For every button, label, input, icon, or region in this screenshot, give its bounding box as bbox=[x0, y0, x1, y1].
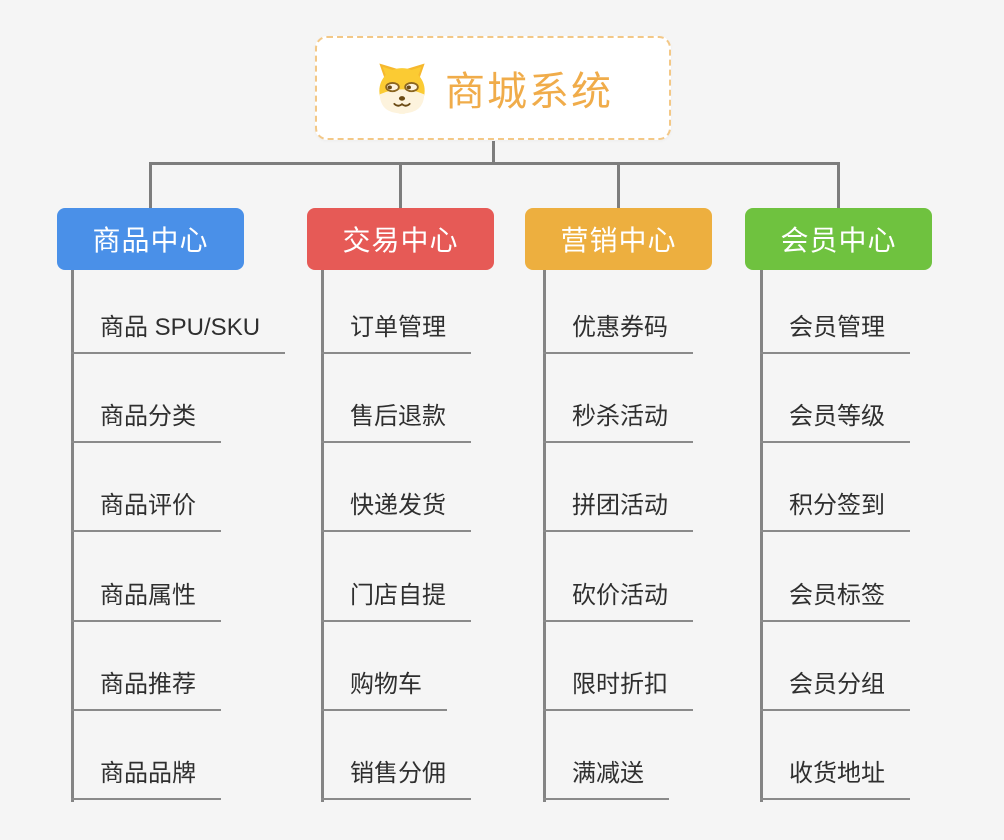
leaf-product-brand[interactable]: 商品品牌 bbox=[71, 757, 221, 800]
branch-member-center[interactable]: 会员中心 bbox=[745, 208, 932, 270]
connector-drop-marketing bbox=[617, 162, 620, 209]
leaf-member-group[interactable]: 会员分组 bbox=[760, 668, 910, 711]
leaf-product-category[interactable]: 商品分类 bbox=[71, 400, 221, 443]
connector-horizontal bbox=[149, 162, 840, 165]
leaf-bargain-activity[interactable]: 砍价活动 bbox=[543, 579, 693, 622]
connector-drop-product bbox=[149, 162, 152, 209]
leaf-aftersale-refund[interactable]: 售后退款 bbox=[321, 400, 471, 443]
leaf-product-attribute[interactable]: 商品属性 bbox=[71, 579, 221, 622]
leaf-product-review[interactable]: 商品评价 bbox=[71, 489, 221, 532]
leaf-sales-commission[interactable]: 销售分佣 bbox=[321, 757, 471, 800]
leaf-points-checkin[interactable]: 积分签到 bbox=[760, 489, 910, 532]
leaf-product-recommend[interactable]: 商品推荐 bbox=[71, 668, 221, 711]
leaf-express-delivery[interactable]: 快递发货 bbox=[321, 489, 471, 532]
root-node[interactable]: 商城系统 bbox=[315, 36, 671, 140]
leaf-full-reduction[interactable]: 满减送 bbox=[543, 757, 669, 800]
leaf-member-tag[interactable]: 会员标签 bbox=[760, 579, 910, 622]
connector-drop-trade bbox=[399, 162, 402, 209]
trunk-line-marketing bbox=[543, 270, 546, 802]
leaf-shopping-cart[interactable]: 购物车 bbox=[321, 668, 447, 711]
doge-face-icon bbox=[379, 63, 425, 114]
trunk-line-member bbox=[760, 270, 763, 802]
leaf-coupon-code[interactable]: 优惠券码 bbox=[543, 311, 693, 354]
root-title: 商城系统 bbox=[445, 70, 613, 114]
leaf-shipping-address[interactable]: 收货地址 bbox=[760, 757, 910, 800]
trunk-line-product bbox=[71, 270, 74, 802]
leaf-store-pickup[interactable]: 门店自提 bbox=[321, 579, 471, 622]
leaf-member-management[interactable]: 会员管理 bbox=[760, 311, 910, 354]
leaf-member-level[interactable]: 会员等级 bbox=[760, 400, 910, 443]
branch-marketing-center[interactable]: 营销中心 bbox=[525, 208, 712, 270]
leaf-flash-sale[interactable]: 秒杀活动 bbox=[543, 400, 693, 443]
connector-drop-member bbox=[837, 162, 840, 209]
branch-product-center[interactable]: 商品中心 bbox=[57, 208, 244, 270]
leaf-group-buy[interactable]: 拼团活动 bbox=[543, 489, 693, 532]
branch-trade-center[interactable]: 交易中心 bbox=[307, 208, 494, 270]
leaf-order-management[interactable]: 订单管理 bbox=[321, 311, 471, 354]
trunk-line-trade bbox=[321, 270, 324, 802]
leaf-limited-time-discount[interactable]: 限时折扣 bbox=[543, 668, 693, 711]
connector-root-stub bbox=[492, 141, 495, 165]
leaf-product-spu-sku[interactable]: 商品 SPU/SKU bbox=[71, 311, 286, 354]
